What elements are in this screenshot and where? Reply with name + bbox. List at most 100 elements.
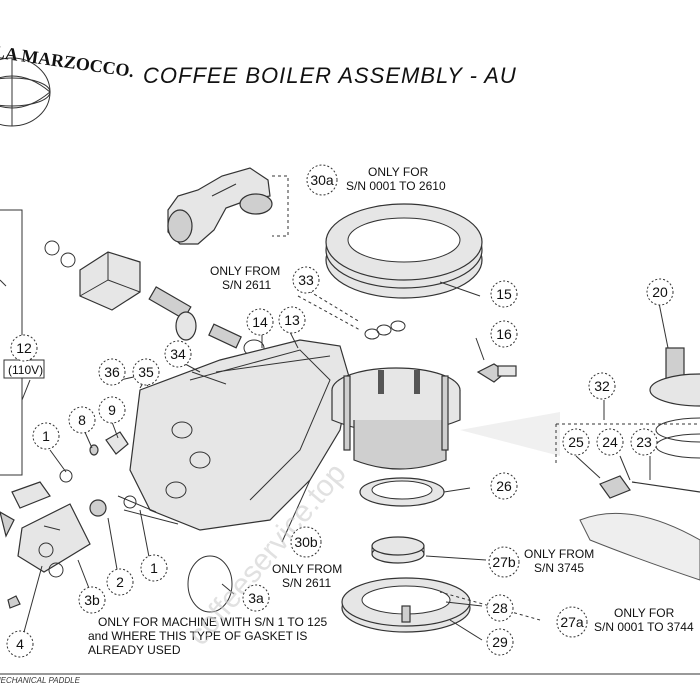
callout-33: 33 [292, 266, 320, 294]
callout-circle [630, 428, 658, 456]
callout-circle [164, 340, 192, 368]
callout-number: 3b [84, 592, 100, 608]
callout-2: 2 [106, 568, 134, 596]
part-solenoid [44, 240, 197, 341]
callout-3a: 3a [242, 584, 270, 612]
callout-circle [290, 526, 322, 558]
voltage-label: (110V) [8, 363, 43, 377]
callout-14: 14 [246, 308, 274, 336]
callout-number: 23 [636, 434, 652, 450]
callout-3b: 3b [78, 586, 106, 614]
callout-34: 34 [164, 340, 192, 368]
callout-29: 29 [486, 628, 514, 656]
voltage-box: (110V) [3, 359, 45, 379]
callout-number: 12 [16, 340, 32, 356]
callout-circle [588, 372, 616, 400]
callout-number: 27b [492, 554, 516, 570]
callout-number: 30a [310, 172, 334, 188]
callout-circle [278, 306, 306, 334]
callout-number: 15 [496, 286, 512, 302]
callout-4: 4 [6, 630, 34, 658]
callout-circle [556, 606, 588, 638]
brand-name: LA MARZOCCO. [0, 41, 135, 81]
callout-27a: 27a [556, 606, 588, 638]
note-only-for-a: ONLY FOR [368, 165, 429, 179]
footer-note: MECHANICAL PADDLE [0, 676, 81, 685]
callout-30b: 30b [290, 526, 322, 558]
part-boiler-body [117, 339, 351, 531]
callout-27b: 27b [488, 546, 520, 578]
note-only-from-3745-a: ONLY FROM [524, 547, 594, 561]
callout-number: 36 [104, 364, 120, 380]
callout-number: 1 [42, 428, 50, 444]
callout-16: 16 [490, 320, 518, 348]
callout-circle [490, 280, 518, 308]
callout-number: 32 [594, 378, 610, 394]
callout-circle [10, 334, 38, 362]
callout-circle [562, 428, 590, 456]
part-heat-exchanger [331, 367, 560, 470]
callout-circle [140, 554, 168, 582]
part-gasket-26 [359, 477, 445, 507]
callout-number: 1 [150, 560, 158, 576]
note-only-from-2611-a: ONLY FROM [210, 264, 280, 278]
brand-logo: LA MARZOCCO. [0, 41, 135, 127]
note-only-from-3745-b: S/N 3745 [534, 561, 584, 575]
callout-number: 30b [294, 534, 318, 550]
callout-1: 1 [32, 422, 60, 450]
callout-circle [6, 630, 34, 658]
callout-15: 15 [490, 280, 518, 308]
callout-number: 27a [560, 614, 584, 630]
page-title: COFFEE BOILER ASSEMBLY - AU [143, 63, 517, 88]
callout-number: 33 [298, 272, 314, 288]
callout-circle [246, 308, 274, 336]
note-only-from-2611-b: S/N 2611 [222, 278, 271, 292]
callout-32: 32 [588, 372, 616, 400]
part-element-20 [649, 347, 700, 459]
leader-lines [21, 281, 669, 641]
callout-number: 34 [170, 346, 186, 362]
callout-circle [306, 164, 338, 196]
callout-number: 13 [284, 312, 300, 328]
callout-circle [486, 594, 514, 622]
callout-number: 8 [78, 412, 86, 428]
callout-circle [78, 586, 106, 614]
callout-number: 28 [492, 600, 508, 616]
callout-circle [68, 406, 96, 434]
callout-23: 23 [630, 428, 658, 456]
note-gasket-b: and WHERE THIS TYPE OF GASKET IS [88, 629, 307, 643]
part-fitting-16 [476, 363, 517, 383]
callout-circle [486, 628, 514, 656]
part-fittings-33 [297, 287, 406, 340]
callout-number: 20 [652, 284, 668, 300]
callout-8: 8 [68, 406, 96, 434]
callout-circle [490, 472, 518, 500]
callout-circle [132, 358, 160, 386]
note-gasket-a: ONLY FOR MACHINE WITH S/N 1 TO 125 [98, 615, 327, 629]
callout-circle [242, 584, 270, 612]
part-bracket-32 [555, 423, 700, 581]
callout-number: 14 [252, 314, 268, 330]
callout-number: 4 [16, 636, 24, 652]
callout-number: 24 [602, 434, 618, 450]
callout-28: 28 [486, 594, 514, 622]
callout-9: 9 [98, 396, 126, 424]
callout-layer: 1123a3b4891213141516202324252627a27b2829… [6, 164, 674, 658]
note-only-for-3744-a: ONLY FOR [614, 606, 675, 620]
callout-circle [490, 320, 518, 348]
callout-circle [292, 266, 320, 294]
callout-number: 25 [568, 434, 584, 450]
callout-number: 9 [108, 402, 116, 418]
callout-number: 29 [492, 634, 508, 650]
callout-35: 35 [132, 358, 160, 386]
callout-12: 12 [10, 334, 38, 362]
part-group-head-30a [167, 167, 273, 245]
callout-36: 36 [98, 358, 126, 386]
callout-circle [32, 422, 60, 450]
note-only-from-2611-d: S/N 2611 [282, 576, 331, 590]
part-base-plate-28 [341, 577, 471, 633]
callout-number: 26 [496, 478, 512, 494]
callout-1: 1 [140, 554, 168, 582]
callout-circle [596, 428, 624, 456]
callout-20: 20 [646, 278, 674, 306]
